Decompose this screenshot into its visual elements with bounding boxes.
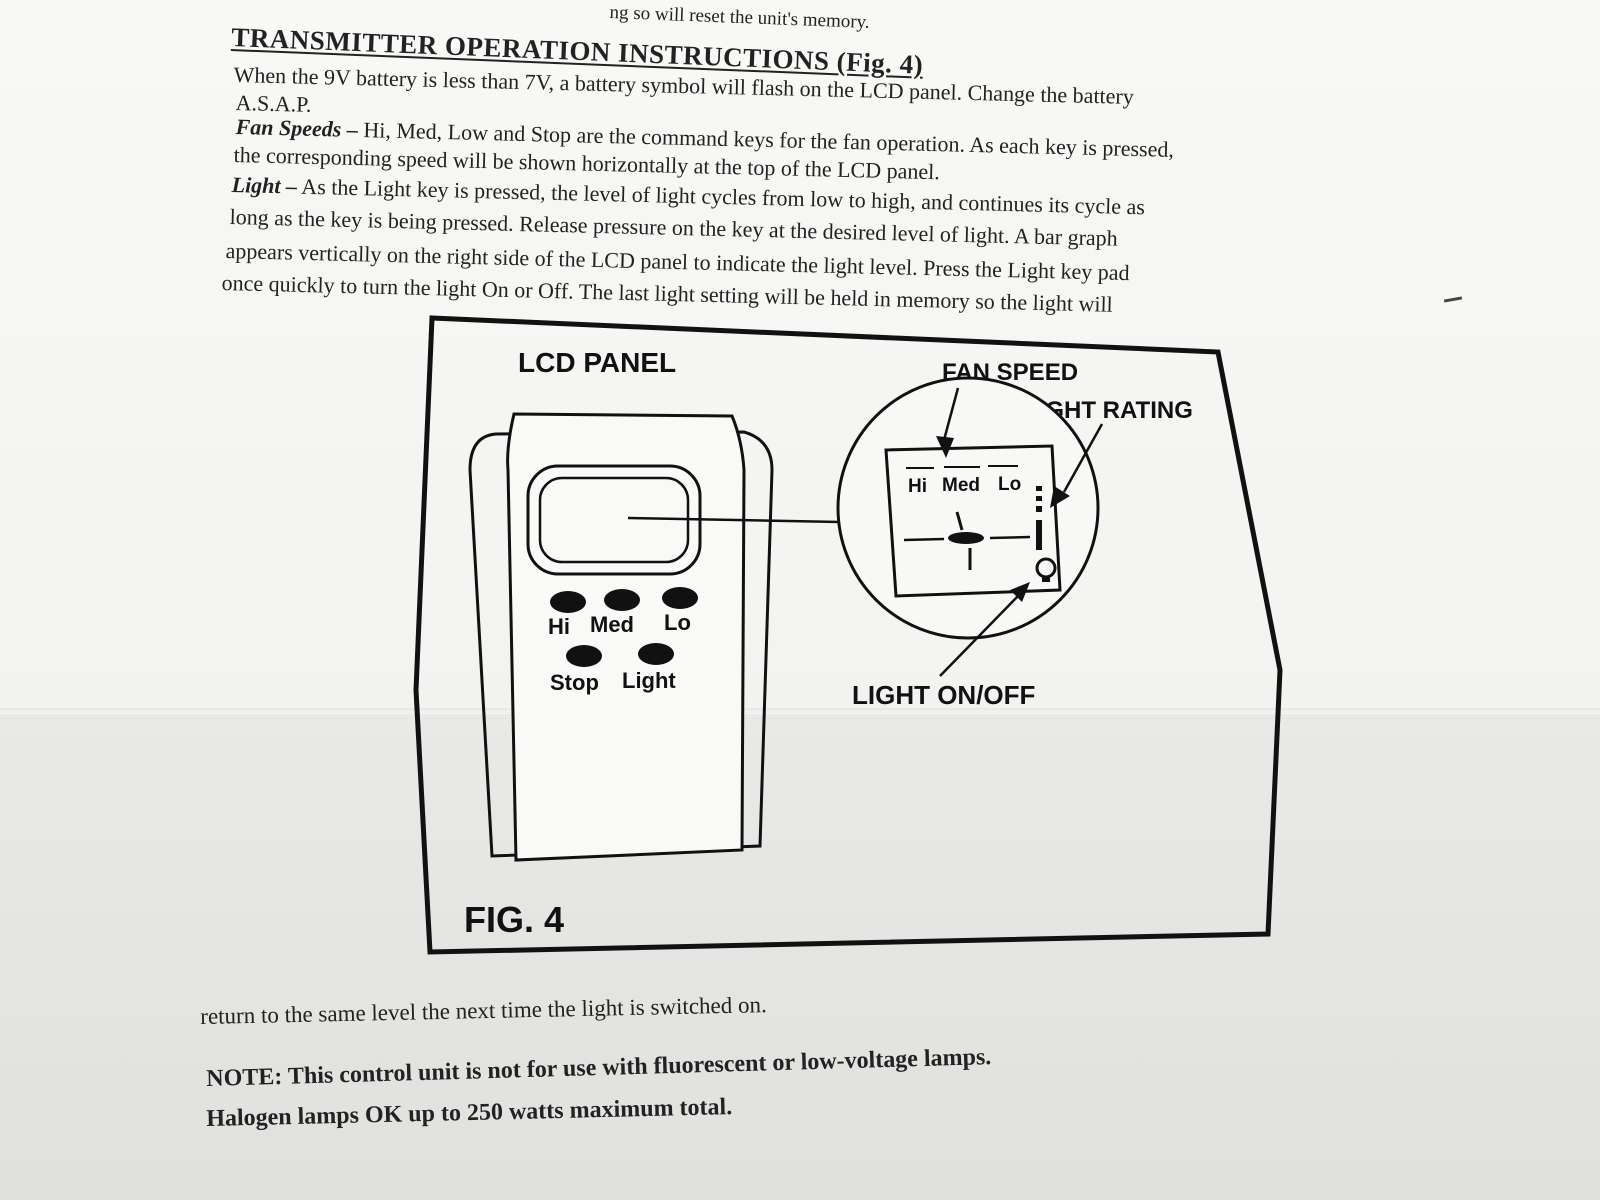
paper-fold-crease	[0, 708, 1600, 714]
lo-key-button[interactable]	[662, 587, 698, 609]
lcd-zoom-circle	[836, 376, 1100, 640]
stop-key-button[interactable]	[566, 645, 602, 667]
lcd-zoom-box	[884, 444, 1062, 598]
light-rating-arrow	[1050, 423, 1104, 508]
lcd-panel-label: LCD PANEL	[518, 347, 676, 378]
light-bulb-icon	[1035, 557, 1057, 582]
light-onoff-arrow	[939, 582, 1030, 677]
figure-frame	[413, 315, 1283, 955]
med-key-button[interactable]	[604, 589, 640, 611]
remote-front-shell	[506, 412, 746, 862]
remote-back-shell	[468, 430, 774, 858]
lcd-speed-med: Med	[942, 475, 980, 496]
fan-speed-arrow	[936, 387, 960, 458]
lo-key-label: Lo	[664, 610, 691, 635]
light-key-label: Light	[622, 668, 676, 693]
hi-key-label: Hi	[548, 614, 570, 639]
stop-key-label: Stop	[550, 670, 599, 695]
med-key-label: Med	[590, 612, 634, 637]
fig-label: FIG. 4	[464, 899, 564, 940]
lcd-speed-hi: Hi	[908, 476, 927, 497]
light-bar-graph-icon	[1036, 486, 1042, 550]
fan-symbol-icon	[903, 511, 1031, 570]
light-onoff-label: LIGHT ON/OFF	[852, 680, 1035, 710]
zoom-connector-line	[627, 516, 841, 524]
lcd-speed-lo: Lo	[998, 474, 1021, 495]
hi-key-button[interactable]	[550, 591, 586, 613]
light-key-button[interactable]	[638, 643, 674, 665]
